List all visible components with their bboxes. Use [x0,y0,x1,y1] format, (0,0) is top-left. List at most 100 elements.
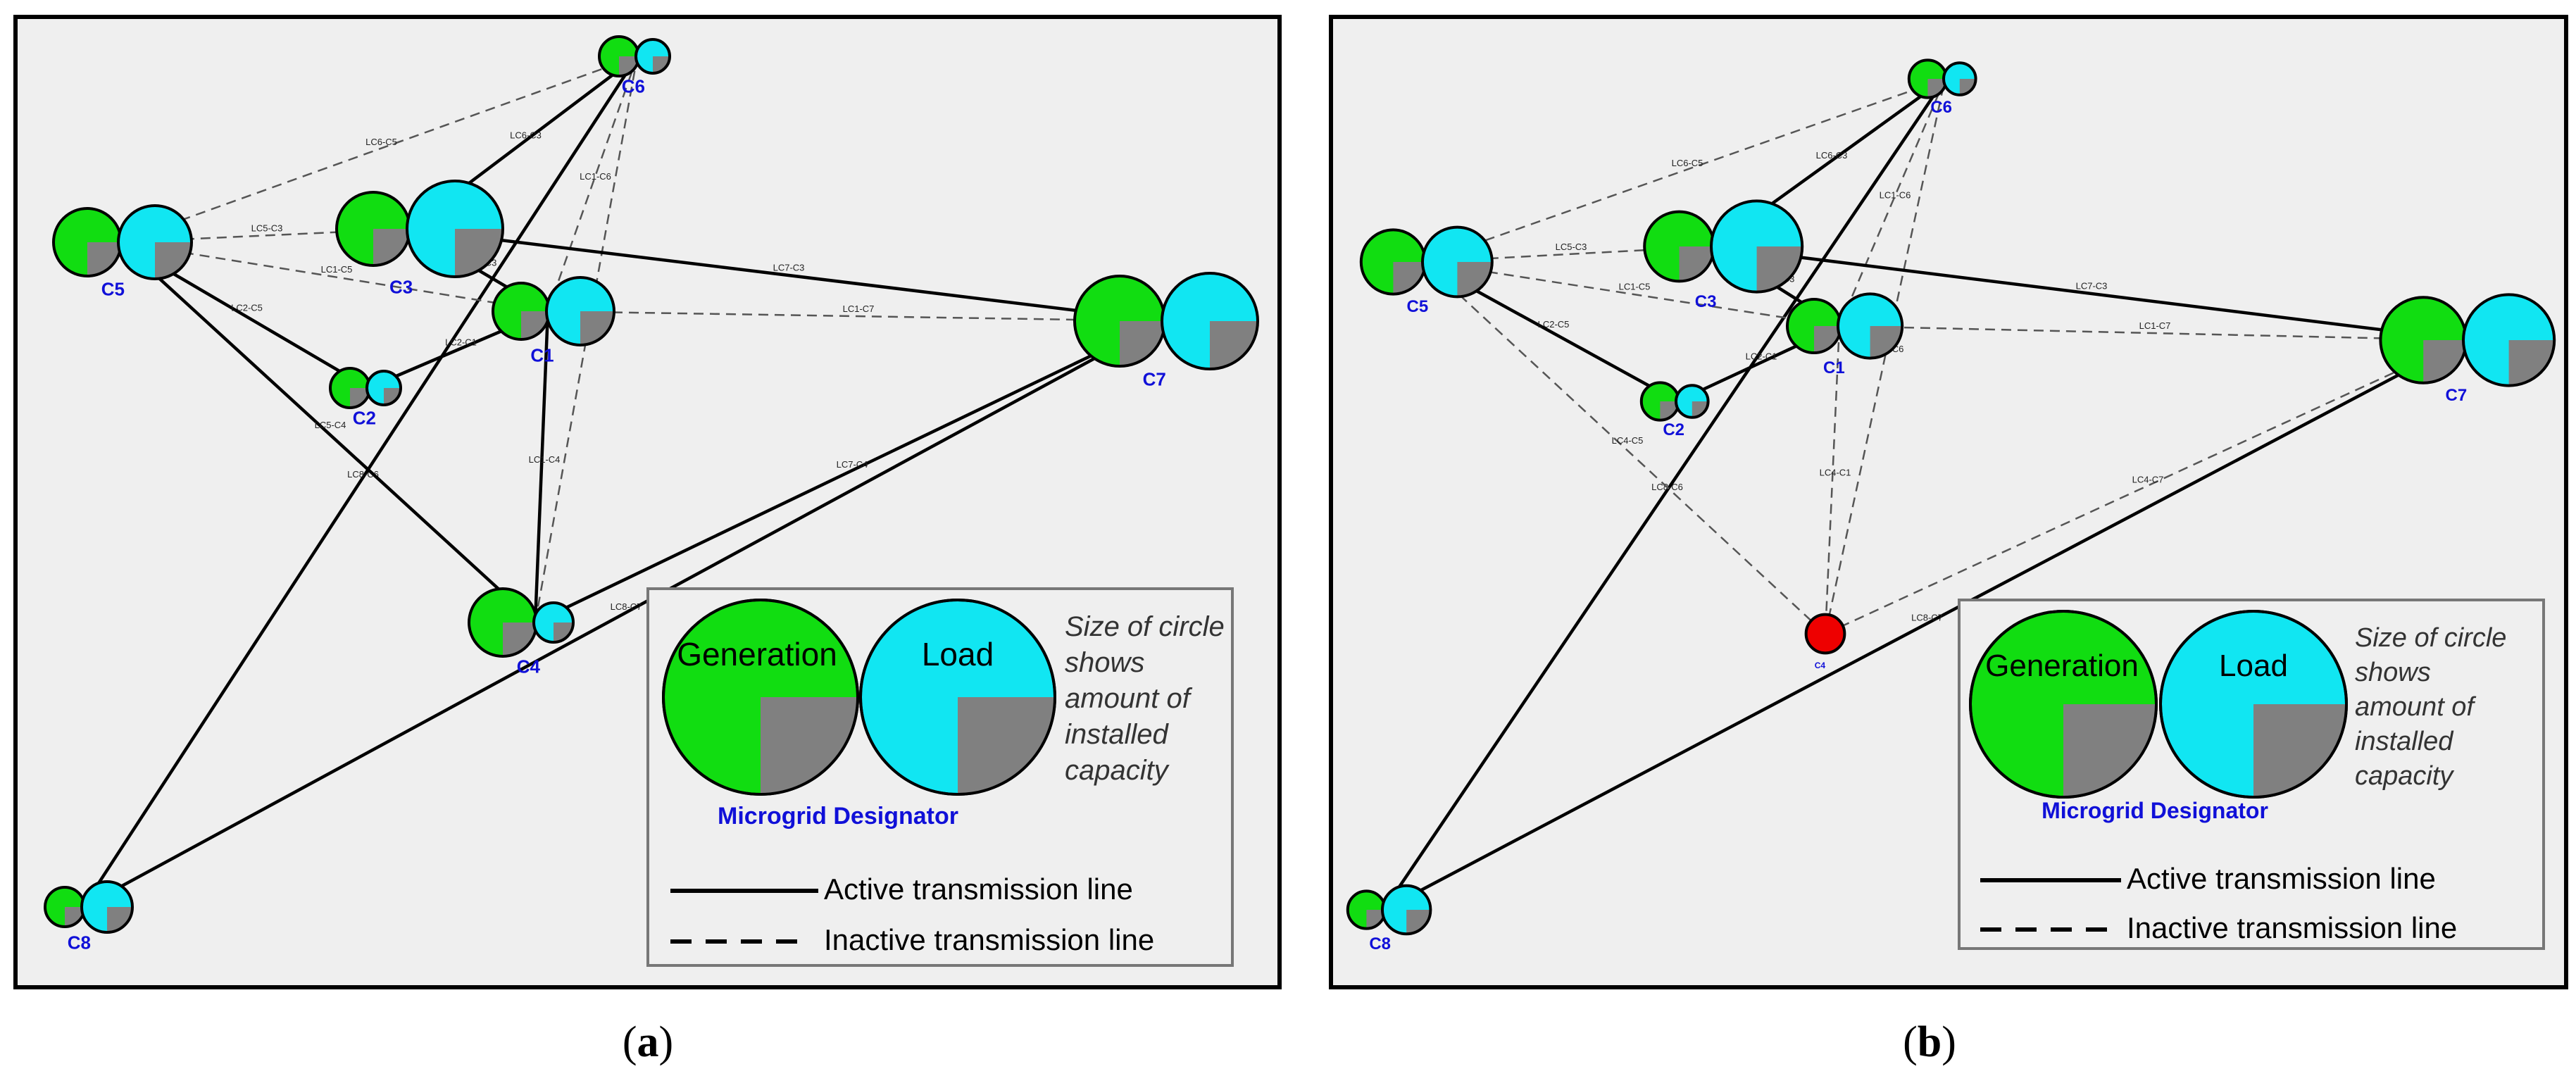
legend-a-active-label: Active transmission line [824,872,1133,906]
node-label: C6 [1930,98,1952,117]
caption-a-open: ( [623,1018,637,1066]
edge-label: LC6-C3 [1816,150,1848,161]
legend-b: Generation Load Size of circle shows amo… [1958,599,2545,950]
node-c3: C3 [335,180,504,297]
node-label: C1 [530,344,554,365]
edge-label: LC7-C3 [2076,281,2108,292]
edge-c4-c6 [534,56,639,623]
generation-pie [492,282,551,341]
generation-pie [1359,228,1427,296]
edge-label: LC4-C5 [1612,435,1644,446]
edge-label: LC5-C3 [1556,242,1587,252]
legend-a-note-line-3: amount of [1065,683,1193,714]
edge-c4-c7 [534,319,1164,625]
edge-c1-c7 [547,310,1164,323]
edge-label: LC1-C5 [1619,282,1651,292]
edge-label: LC1-C6 [580,171,611,182]
legend-a: Generation Load Size of circle shows amo… [646,587,1234,967]
legend-a-note-line-4: installed [1065,719,1170,750]
load-pie [1837,292,1904,360]
edge-label: LC1-C7 [843,304,875,314]
generation-pie [329,367,371,409]
caption-a-letter: a [637,1018,659,1066]
edge-c5-c1 [1423,261,1840,327]
legend-a-designator: Microgrid Designator [718,803,958,830]
legend-b-note-line-2: shows [2355,658,2431,687]
node-c7: C7 [1073,272,1259,389]
legend-b-load-pie [2159,610,2348,799]
legend-a-load-pie [859,599,1056,796]
svg-text:(a): (a) [623,1018,673,1066]
node-c1: C1 [492,276,615,365]
caption-b: (b) [1903,1018,1956,1066]
legend-a-inactive-label: Inactive transmission line [824,923,1154,956]
load-pie [2462,293,2556,387]
caption-b-open: ( [1903,1018,1918,1066]
legend-b-generation-pie [1969,610,2158,799]
edge-c3-c7 [408,227,1164,323]
legend-a-generation-label: Generation [677,636,837,672]
load-pie [1942,61,1977,96]
node-label: C1 [1823,358,1845,377]
edge-c1-c6 [1838,78,1946,327]
node-c6: C6 [1907,58,1977,117]
edge-label: LC2-C1 [1746,351,1777,362]
node-label: C2 [353,407,376,428]
edge-label: LC7-C3 [773,263,805,273]
generation-pie [1907,58,1948,99]
legend-b-note-line-3: amount of [2355,692,2476,722]
legend-b-load-label: Load [2219,649,2288,683]
legend-b-note: Size of circle shows amount of installed… [2355,623,2506,791]
node-c3: C3 [1643,199,1804,311]
node-c2: C2 [329,367,402,428]
edge-c3-c7 [1712,244,2465,342]
legend-b-note-line-4: installed [2355,727,2454,756]
edge-c8-c6 [82,55,639,908]
generation-pie [1643,210,1716,283]
legend-a-note-line-2: shows [1065,647,1144,678]
edge-label: LC6-C3 [510,130,542,141]
node-label: C4 [517,656,541,677]
load-pie [1675,384,1710,419]
edge-c5-c4 [1423,261,1826,634]
legend-b-note-line-5: capacity [2355,761,2454,791]
edge-label: LC7-C4 [837,459,868,470]
generation-pie [44,886,86,928]
edge-label: LC2-C5 [231,303,263,313]
legend-b-designator: Microgrid Designator [2042,798,2268,823]
node-label: C3 [1695,292,1717,311]
node-label: C3 [389,276,413,297]
node-label: C7 [1143,368,1166,389]
load-pie [406,180,504,278]
load-pie [1381,884,1432,936]
edge-label: LC8-C7 [1911,613,1943,623]
node-c2: C2 [1639,381,1710,439]
edge-label: LC8-C7 [611,601,642,612]
load-pie [545,276,615,346]
edge-label: LC4-C1 [1820,468,1851,478]
edge-c5-c6 [119,55,638,244]
edge-label: LC6-C5 [1672,158,1703,168]
node-label: C8 [1369,934,1391,953]
edge-label: LC2-C1 [445,337,477,348]
edge-label: LC4-C7 [2132,475,2164,485]
node-c6: C6 [598,35,671,96]
load-pie [532,601,575,644]
edge-c1-c4 [533,311,550,623]
generation-pie [52,207,123,277]
node-c5: C5 [52,204,193,299]
edge-c4-c6 [1824,78,1946,634]
node-c8: C8 [44,880,134,953]
legend-a-note-line-1: Size of circle [1065,611,1225,642]
node-c5: C5 [1359,225,1494,316]
edge-label: LC2-C5 [1538,319,1570,330]
generation-pie [335,191,411,267]
load-pie [80,880,134,934]
load-pie [1161,272,1259,370]
caption-b-letter: b [1918,1018,1942,1066]
edge-c8-c7 [1382,339,2466,911]
edge-label: LC6-C5 [365,137,397,147]
